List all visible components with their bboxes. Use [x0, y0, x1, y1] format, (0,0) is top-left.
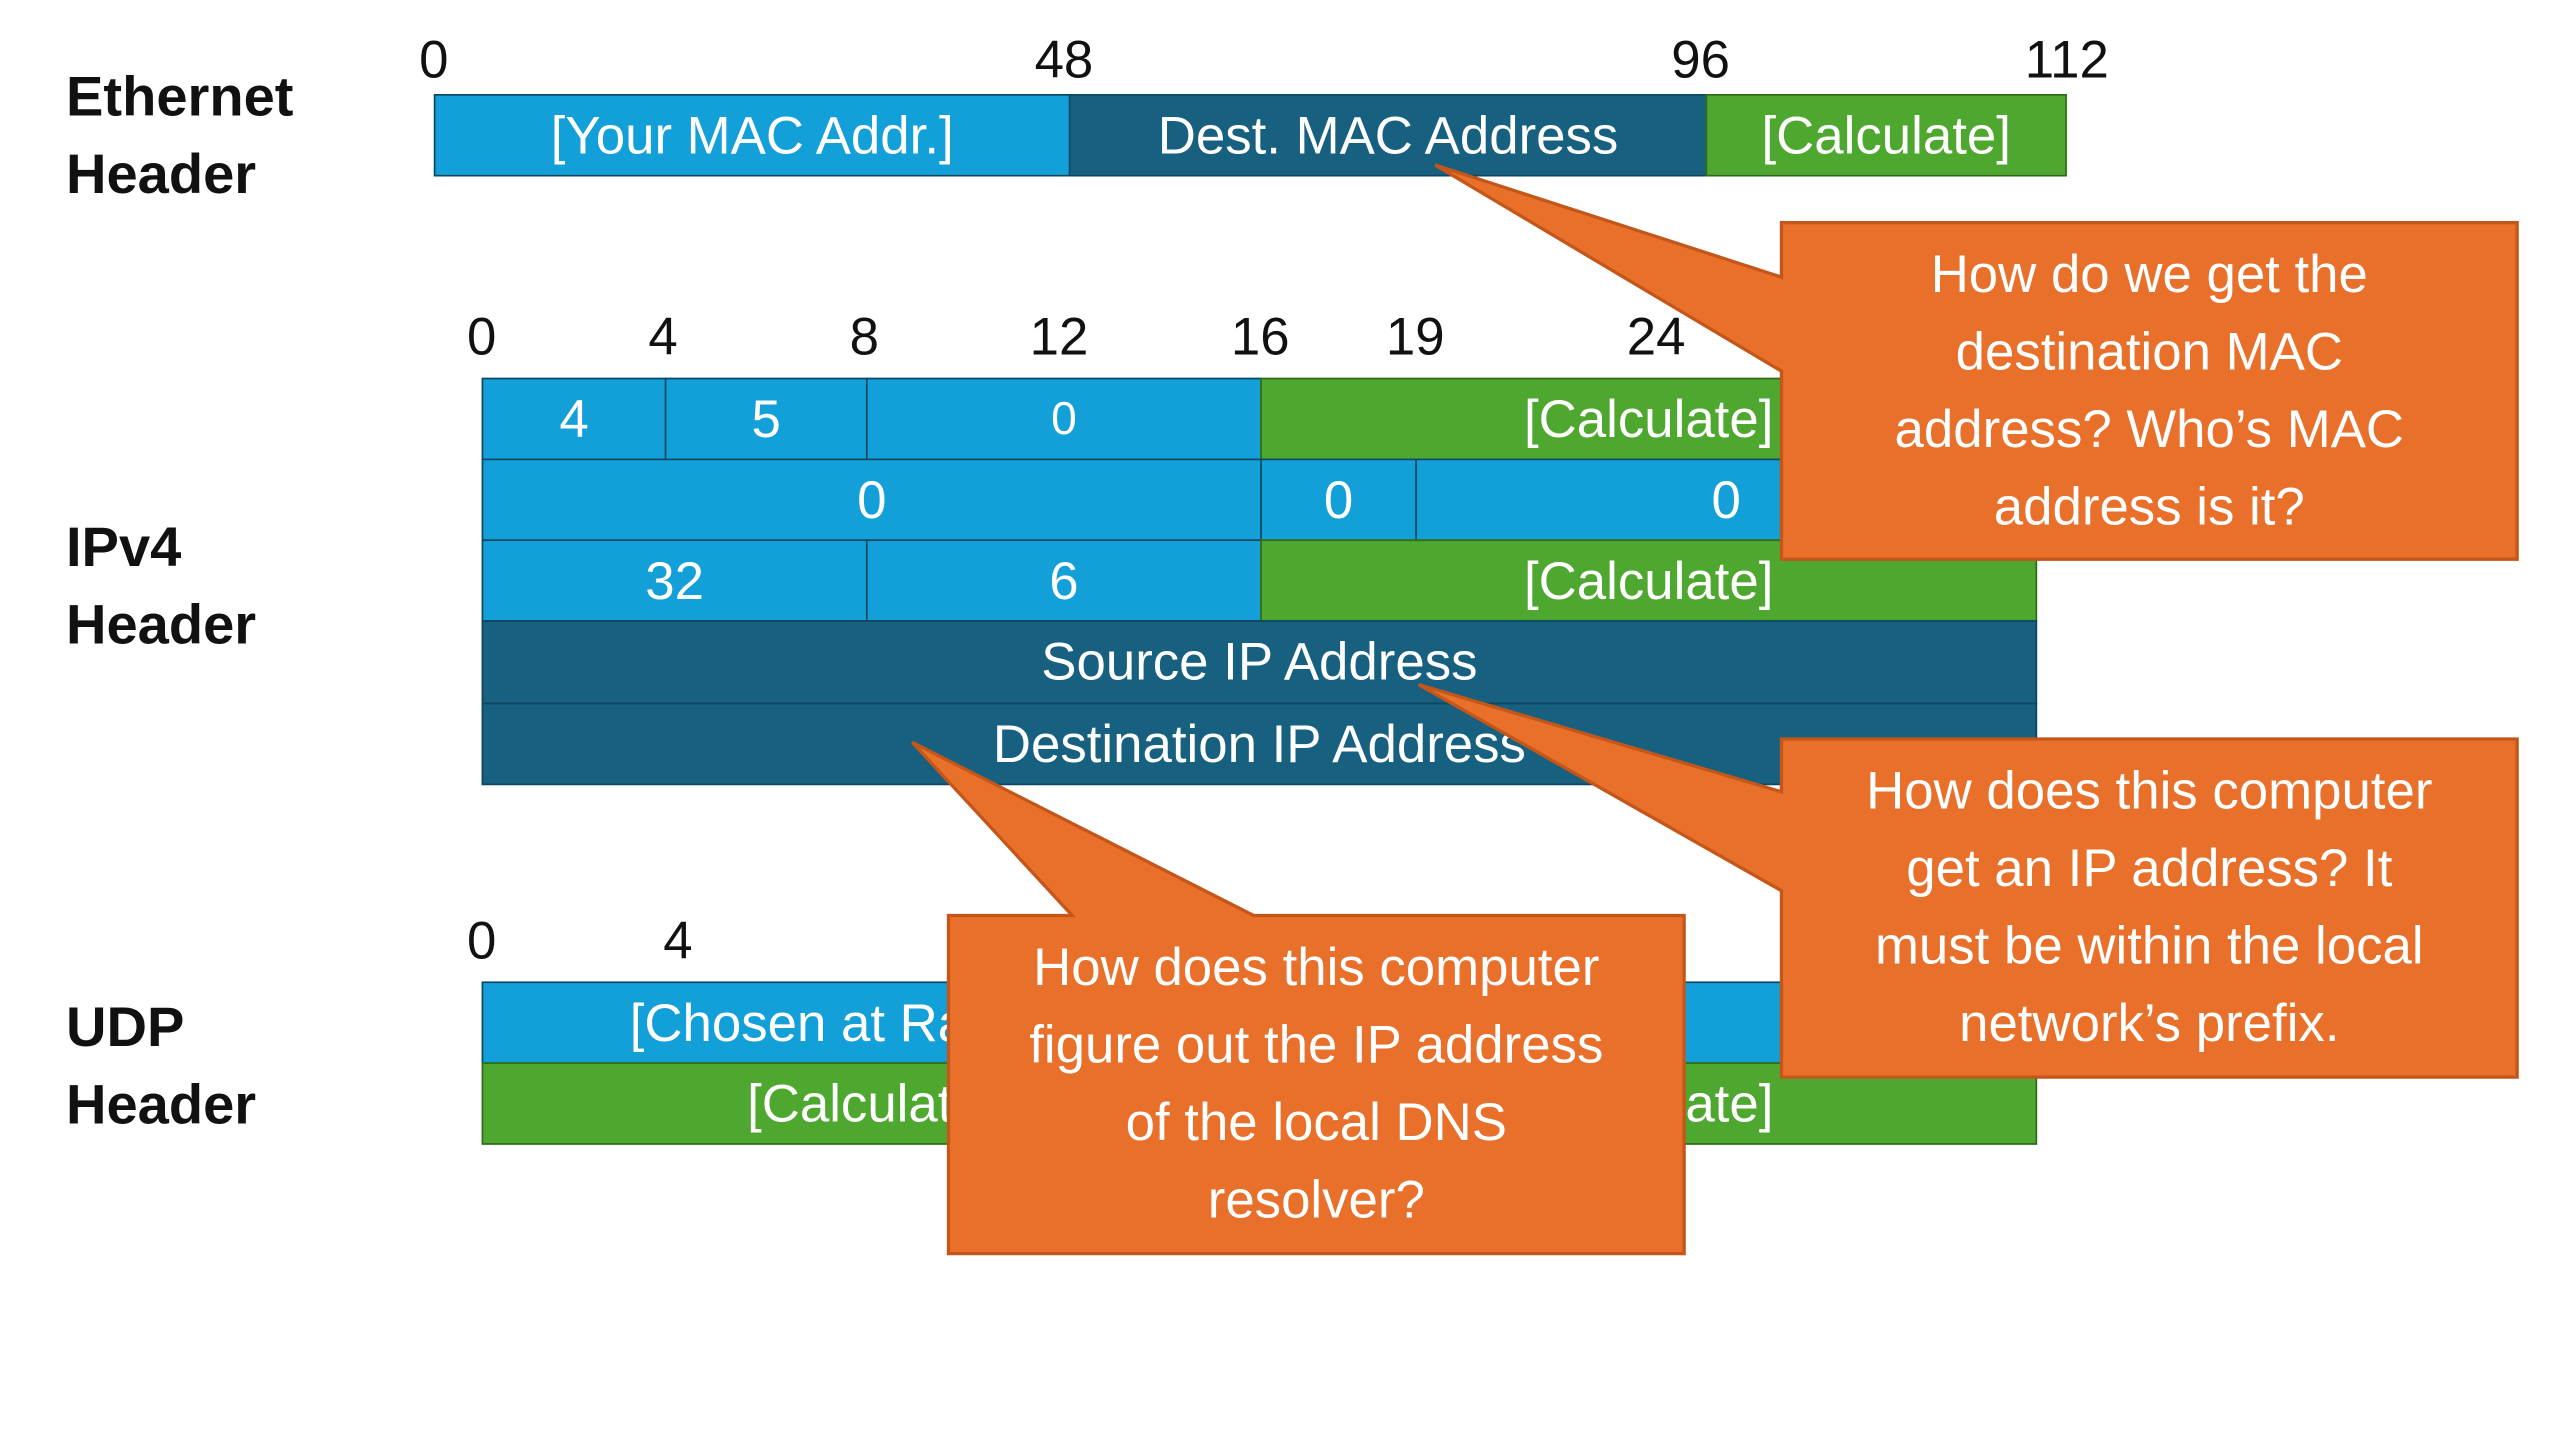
tick-label: 0 — [466, 306, 497, 367]
callout-line: How do we get the — [1930, 244, 2368, 304]
protocol-field: 6 — [865, 539, 1262, 622]
label-line: Ethernet — [65, 65, 294, 129]
tick-label: 8 — [849, 306, 880, 367]
tick-label: 24 — [1626, 306, 1686, 367]
tick-label: 96 — [1671, 29, 1730, 90]
flags-field: 0 — [1260, 458, 1417, 542]
tick-label: 16 — [1230, 306, 1290, 367]
label-line: Header — [65, 593, 257, 657]
label-line: Header — [65, 143, 257, 207]
identification-field: 0 — [481, 458, 1262, 542]
callout-line: get an IP address? It — [1906, 837, 2393, 898]
ipv4-header-label: IPv4 Header — [66, 510, 256, 665]
callout-line: How does this computer — [1033, 936, 1600, 997]
tick-label: 4 — [663, 910, 693, 970]
callout-line: address? Who’s MAC — [1894, 399, 2405, 459]
label-line: UDP — [65, 996, 185, 1059]
label-line: Header — [65, 1073, 257, 1137]
checksum-field: [Calculate] — [1260, 539, 2038, 622]
tick-label: 0 — [466, 910, 497, 970]
callout-dns-shape — [910, 740, 1686, 1256]
tick-label: 112 — [2024, 29, 2109, 90]
tick-label: 19 — [1385, 306, 1445, 367]
callout-line: figure out the IP address — [1029, 1014, 1604, 1074]
src-mac-field: [Your MAC Addr.] — [433, 94, 1071, 177]
callout-line: address is it? — [1993, 476, 2305, 537]
callout-line: must be within the local — [1874, 915, 2424, 975]
tick-label: 4 — [648, 306, 678, 367]
dest-mac-field: Dest. MAC Address — [1068, 94, 1708, 177]
callout-dns-text: How does this computer figure out the IP… — [948, 929, 1684, 1239]
tos-field: 0 — [865, 377, 1262, 461]
callout-ip-shape — [1417, 682, 2519, 1079]
callout-line: resolver? — [1207, 1169, 1425, 1229]
version-field: 4 — [481, 377, 667, 461]
tick-label: 48 — [1034, 29, 1094, 90]
udp-header-label: UDP Header — [66, 990, 256, 1145]
tick-label: 12 — [1029, 306, 1089, 367]
callout-mac-text: How do we get the destination MAC addres… — [1781, 236, 2517, 546]
label-line: IPv4 — [65, 516, 182, 579]
source-ip-field: Source IP Address — [481, 620, 2038, 705]
callout-line: network’s prefix. — [1959, 992, 2340, 1053]
ethernet-header-label: Ethernet Header — [66, 59, 294, 214]
callout-line: of the local DNS — [1125, 1091, 1507, 1152]
ttl-field: 32 — [481, 539, 868, 622]
callout-line: How does this computer — [1866, 760, 2433, 820]
ihl-field: 5 — [664, 377, 868, 461]
ethertype-field: [Calculate] — [1705, 94, 2067, 177]
callout-ip-text: How does this computer get an IP address… — [1781, 752, 2517, 1062]
tick-label: 0 — [419, 29, 449, 90]
callout-line: destination MAC — [1955, 321, 2343, 382]
destination-ip-field: Destination IP Address — [481, 702, 2038, 786]
callout-mac-shape — [1434, 163, 2519, 561]
